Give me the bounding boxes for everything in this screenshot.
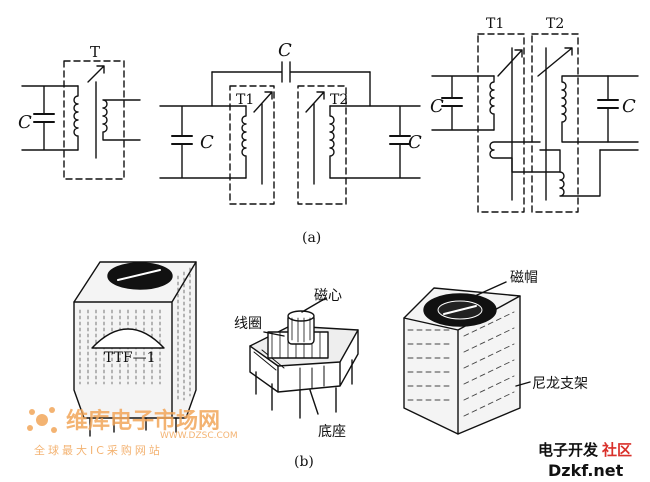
label-nylon-frame: 尼龙支架 <box>532 376 588 392</box>
bottom-coupled-circuit <box>431 33 639 213</box>
watermark-left: 维库电子市场网 WWW.DZSC.COM 全球最大IC采购网站 <box>27 407 238 457</box>
ttf1-transformer-drawing <box>73 261 197 437</box>
label-coil: 线圈 <box>234 316 262 332</box>
label-core: 磁心 <box>314 288 342 304</box>
watermark-right: 电子开发 社区 Dzkf.net <box>538 441 632 480</box>
diagram-labels: T C C T1 T2 C C T1 T2 C C (a) TTF—1 磁心 线… <box>18 16 636 470</box>
label-t: T <box>90 43 100 61</box>
coil-base-drawing <box>249 297 359 419</box>
watermark-url-left: WWW.DZSC.COM <box>160 431 238 441</box>
watermark-brand-right-b: 社区 <box>601 441 632 459</box>
dzsc-logo-icon <box>27 407 57 433</box>
watermark-brand-right-a: 电子开发 <box>538 441 599 459</box>
watermark-brand: 维库电子市场网 <box>66 408 220 434</box>
label-cap: 磁帽 <box>510 270 538 286</box>
panel-a-caption: (a) <box>302 230 321 246</box>
label-c-5: C <box>430 96 444 117</box>
product-label: TTF—1 <box>104 350 156 366</box>
watermark-slogan: 全球最大IC采购网站 <box>34 443 163 457</box>
label-c-4: C <box>408 132 422 153</box>
label-base: 底座 <box>318 424 346 440</box>
panel-b-caption: (b) <box>294 454 314 470</box>
label-t1-a: T1 <box>236 92 254 108</box>
label-c-6: C <box>622 96 636 117</box>
watermark-url-right: Dzkf.net <box>548 461 624 480</box>
label-t1-b: T1 <box>486 16 504 32</box>
label-c-3: C <box>200 132 214 153</box>
nylon-frame-drawing <box>403 281 531 435</box>
label-t2-b: T2 <box>546 16 564 32</box>
label-c-1: C <box>18 112 32 133</box>
label-t2-a: T2 <box>330 92 348 108</box>
label-c-2: C <box>278 40 292 61</box>
single-transformer-circuit <box>21 60 141 180</box>
top-coupled-circuit <box>159 61 421 205</box>
